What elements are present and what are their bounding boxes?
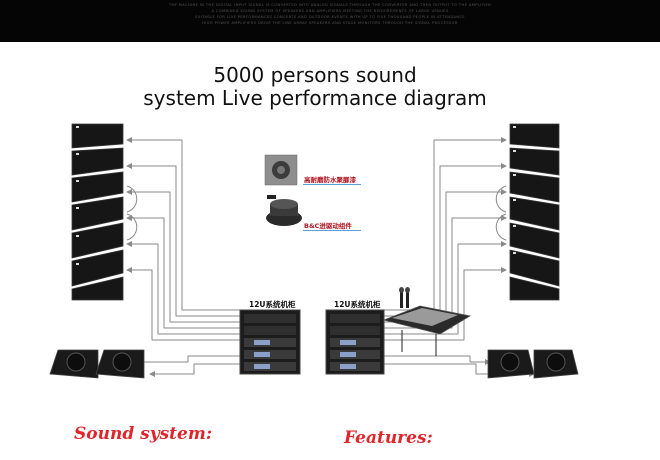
title-line-2: system Live performance diagram xyxy=(143,86,487,110)
line-array-left xyxy=(71,123,124,301)
stage-monitors-right xyxy=(487,349,579,379)
mixing-console xyxy=(382,287,472,356)
banner-text-line: A COMBINED SOUND SYSTEM OF SPEAKERS AND … xyxy=(211,9,449,13)
driver-assembly-photo xyxy=(266,195,302,226)
cables-right xyxy=(384,137,535,377)
part2-underline xyxy=(303,230,361,231)
waterproof-coating-photo xyxy=(264,154,298,186)
features-heading: Features: xyxy=(344,428,433,448)
diagram-title: 5000 persons sound system Live performan… xyxy=(130,64,500,110)
cables-left xyxy=(103,137,248,377)
rack-right-label: 12U系统机柜 xyxy=(334,300,381,309)
stage-monitors-left xyxy=(49,349,145,379)
title-line-1: 5000 persons sound xyxy=(213,63,417,87)
driver-assembly-label: B&C进驱动组件 xyxy=(304,222,352,230)
top-banner: THE MACHINE IN THE DIGITAL INPUT SIGNAL … xyxy=(0,0,660,42)
banner-text-line: SUITABLE FOR LIVE PERFORMANCES CONCERTS … xyxy=(194,15,466,19)
waterproof-coating-label: 高耐磨防水聚脲漆 xyxy=(304,176,356,184)
sound-system-heading: Sound system: xyxy=(74,424,213,444)
line-array-right xyxy=(509,123,560,301)
equipment-rack-right xyxy=(325,309,385,375)
equipment-rack-left xyxy=(239,309,301,375)
part1-underline xyxy=(303,184,361,185)
banner-text-line: HIGH POWER AMPLIFIERS DRIVE THE LINE ARR… xyxy=(202,21,458,25)
rack-left-label: 12U系统机柜 xyxy=(249,300,296,309)
banner-text-line: THE MACHINE IN THE DIGITAL INPUT SIGNAL … xyxy=(168,3,492,7)
